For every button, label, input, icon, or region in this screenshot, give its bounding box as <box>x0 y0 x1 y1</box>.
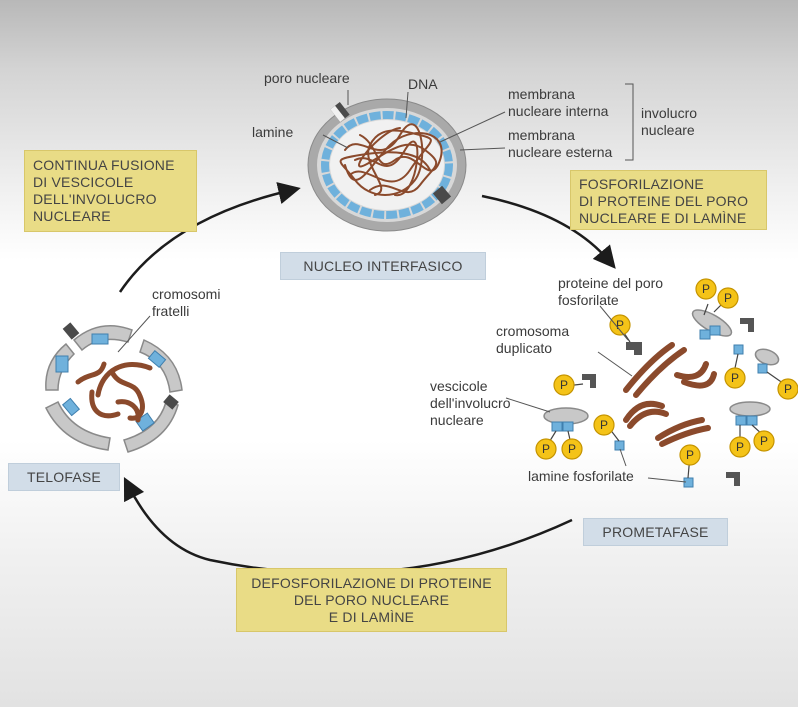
label-sister-chromosomes: cromosomi fratelli <box>152 286 221 319</box>
prometaphase-cell <box>535 278 798 488</box>
step-dephosphorylation-box: DEFOSFORILAZIONE DI PROTEINE DEL PORO NU… <box>236 568 507 632</box>
phosphate-symbol: P <box>724 291 732 305</box>
step-phosphorylation-box: FOSFORILAZIONE DI PROTEINE DEL PORO NUCL… <box>570 170 767 230</box>
label-dna: DNA <box>408 76 438 92</box>
arrow-prometaphase-to-telophase <box>123 476 573 575</box>
label-duplicated-chromosome: cromosoma duplicato <box>496 323 570 356</box>
label-envelope-vesicles: vescicole dell'involucro nucleare <box>430 378 511 428</box>
phosphate-symbol: P <box>568 442 576 456</box>
phosphate-symbol: P <box>542 442 550 456</box>
label-envelope: involucro nucleare <box>641 105 698 138</box>
phosphate-symbol: P <box>731 371 739 385</box>
label-outer-membrane: membrana nucleare esterna <box>508 127 613 160</box>
label-nuclear-pore: poro nucleare <box>264 70 350 86</box>
step-fusion-box: CONTINUA FUSIONE DI VESCICOLE DELL'INVOL… <box>24 150 197 232</box>
telophase-nucleus <box>44 322 183 453</box>
label-phospho-laminae: lamine fosforilate <box>528 468 634 484</box>
label-inner-membrane: membrana nucleare interna <box>508 86 609 119</box>
stage-interphase-box: NUCLEO INTERFASICO <box>280 252 486 280</box>
phosphate-symbol: P <box>702 282 710 296</box>
interphase-nucleus <box>307 98 467 232</box>
phosphate-symbol: P <box>784 382 792 396</box>
phosphate-symbol: P <box>560 378 568 392</box>
phosphate-symbol: P <box>600 418 608 432</box>
label-laminae: lamine <box>252 124 294 140</box>
phosphate-symbol: P <box>686 448 694 462</box>
stage-telophase-box: TELOFASE <box>8 463 120 491</box>
phosphate-symbol: P <box>616 318 624 332</box>
arrow-interphase-to-prometaphase <box>481 194 616 269</box>
phosphate-symbol: P <box>736 440 744 454</box>
stage-prometaphase-box: PROMETAFASE <box>583 518 728 546</box>
label-phospho-pore-proteins: proteine del poro fosforilate <box>558 275 664 308</box>
phosphate-labels: P P P P P P P P P P P P <box>542 282 792 462</box>
phosphate-symbol: P <box>760 434 768 448</box>
